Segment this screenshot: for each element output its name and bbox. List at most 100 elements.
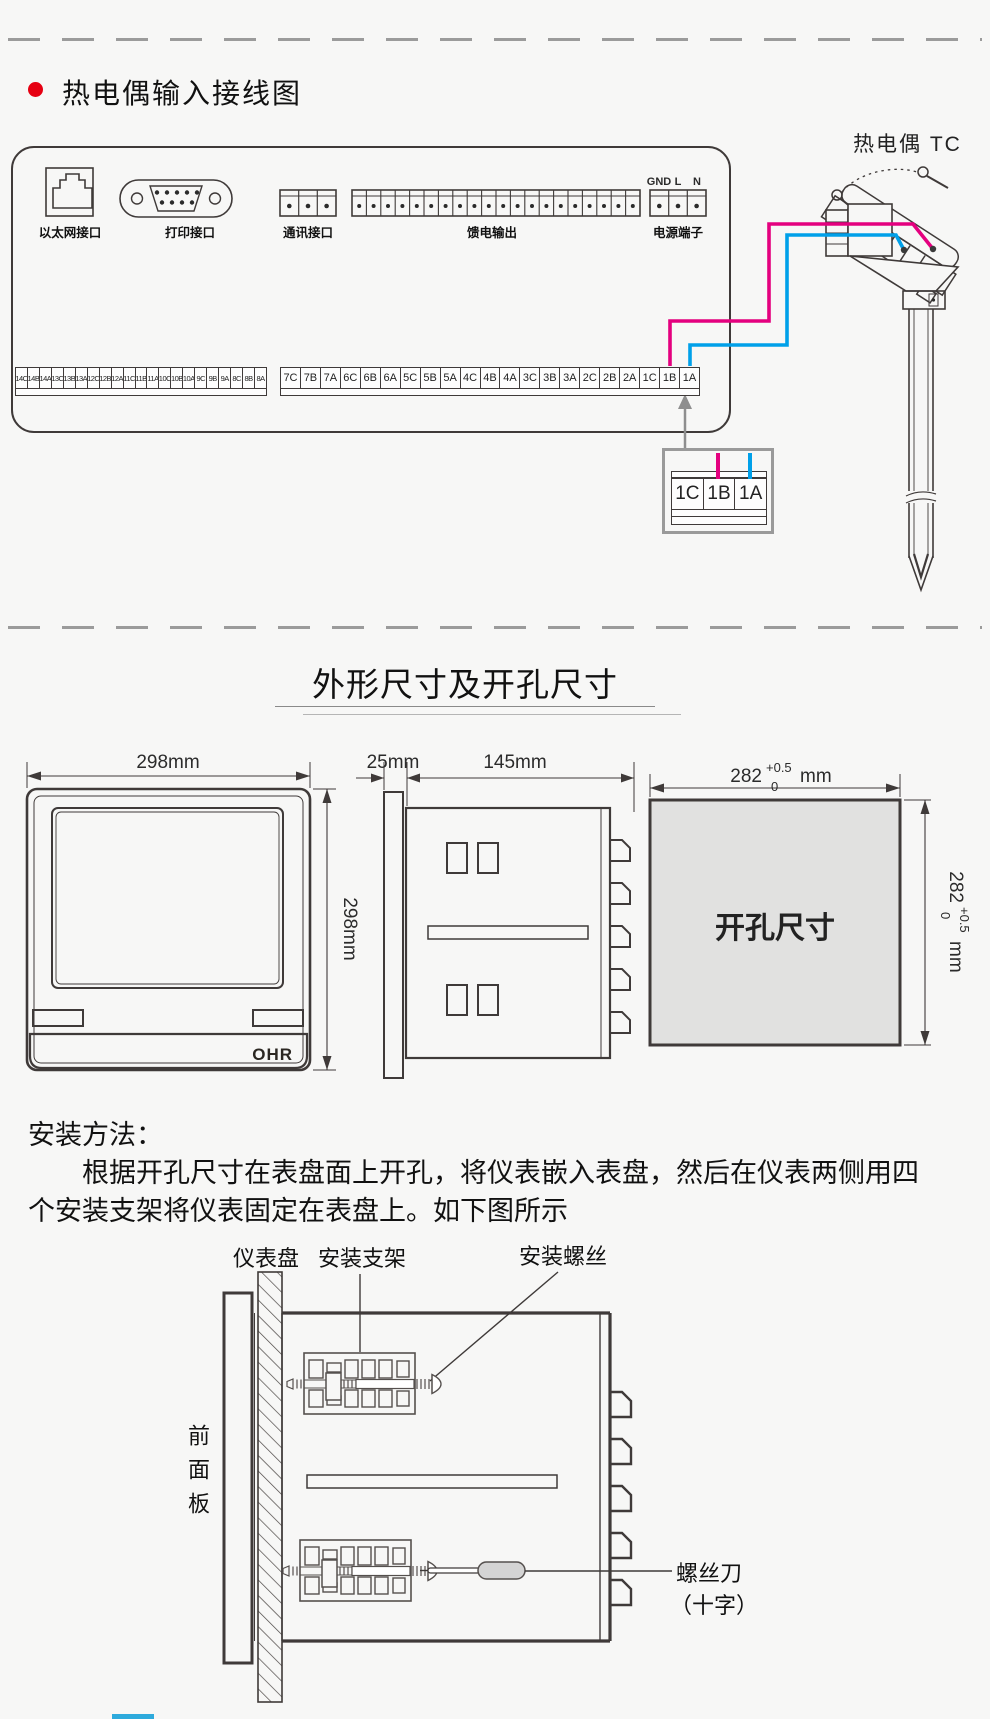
terminal-cell: 10A (183, 368, 196, 388)
tc-negative-wire (688, 233, 906, 366)
dimension-drawings: OHR 298mm 298mm (25, 752, 972, 1079)
screwdriver-sublabel: （十字） (670, 1593, 759, 1618)
side-depth-dim: 145mm (483, 752, 546, 773)
terminal-cell: 7B (301, 368, 321, 388)
thermocouple-label: 热电偶 TC (853, 133, 962, 156)
screwdriver-icon (420, 1561, 672, 1580)
tc-funnel (849, 255, 960, 292)
detail-pink-wire-stub (716, 453, 720, 479)
cutout-drawing: 开孔尺寸 282 +0.5 0 mm 282 +0.5 0 mm (648, 760, 972, 1047)
terminal-cell: 9A (219, 368, 232, 388)
front-panel-label: 前面板 (185, 1424, 210, 1526)
install-paragraph-line2: 个安装支架将仪表固定在表盘上。如下图所示 (28, 1196, 568, 1226)
terminal-cell: 3A (560, 368, 581, 388)
next-section-peek (112, 1714, 154, 1719)
terminal-cell: 13C (52, 368, 64, 388)
terminal-cell: 1A (682, 372, 697, 384)
terminal-cell: 7C (281, 368, 301, 388)
terminal-cell: 7A (321, 368, 341, 388)
side-view-drawing: 25mm 145mm (356, 752, 635, 1079)
detail-block-bottom (671, 510, 767, 525)
terminal-cell: 14B (28, 368, 40, 388)
terminal-cell: 12C (88, 368, 100, 388)
ethernet-port-label: 以太网接口 (38, 226, 102, 240)
section1-title: 热电偶输入接线图 (62, 78, 303, 109)
front-height-dim: 298mm (339, 897, 360, 960)
detail-blue-wire-stub (748, 453, 752, 479)
terminal-cell: 8B (243, 368, 256, 388)
tc-body (847, 203, 893, 257)
terminal-cell: 6C (341, 368, 361, 388)
screw-leader-line (429, 1271, 559, 1382)
terminal-cell: 12B (100, 368, 112, 388)
terminal-cell: 9C (195, 368, 208, 388)
cutout-label: 开孔尺寸 (715, 912, 835, 945)
mounting-screw-label: 安装螺丝 (519, 1244, 608, 1269)
front-view-drawing: OHR 298mm 298mm (25, 752, 360, 1072)
terminal-cell: 5B (421, 368, 441, 388)
tc-clamp (902, 290, 946, 310)
power-terminal-l: L (675, 176, 682, 188)
power-terminals-icon (649, 189, 707, 217)
terminal-cell: 1C (672, 479, 704, 509)
terminal-cell: 3B (540, 368, 561, 388)
terminal-cell: 2B (600, 368, 621, 388)
terminal-cell: 4B (481, 368, 501, 388)
cutout-height-dim: 282 +0.5 0 mm (938, 871, 972, 972)
terminal-cell: 4A (500, 368, 521, 388)
terminal-strip-right-base (280, 388, 700, 396)
terminal-cell: 8C (231, 368, 244, 388)
section-bullet-icon (28, 82, 43, 97)
mounting-bracket-upper (286, 1352, 442, 1415)
side-terminal-hooks (610, 839, 631, 1034)
section-dashed-divider (8, 626, 982, 629)
comm-port-icon (279, 189, 337, 217)
feed-output-strip-icon (351, 189, 641, 217)
terminal-cell: 1B (704, 479, 736, 509)
cutout-width-value: 282 (730, 766, 762, 787)
top-dashed-divider (8, 38, 982, 41)
svg-text:0: 0 (938, 912, 953, 919)
tc-probe (904, 309, 938, 593)
ethernet-port-icon (45, 167, 94, 217)
thermocouple-illustration (668, 166, 960, 593)
terminal-detail-box (662, 448, 774, 534)
terminal-cell: 13B (64, 368, 76, 388)
terminal-cell: 1B (660, 368, 681, 388)
terminal-cell: 14A (40, 368, 52, 388)
power-terminal-gnd: GND (647, 176, 672, 188)
install-heading: 安装方法： (28, 1120, 163, 1150)
terminal-cell: 5A (441, 368, 461, 388)
installation-diagram (222, 1271, 672, 1703)
magnify-arrow-icon (678, 394, 692, 448)
terminal-cell: 8A (256, 373, 265, 383)
terminal-cell: 5C (401, 368, 421, 388)
cutout-width-tol-lower: 0 (771, 779, 778, 794)
brand-logo: OHR (252, 1045, 293, 1064)
cutout-width-tol-upper: +0.5 (766, 760, 792, 775)
side-bezel-dim: 25mm (367, 752, 420, 773)
install-paragraph-line1: 根据开孔尺寸在表盘面上开孔，将仪表嵌入表盘，然后在仪表两侧用四 (82, 1158, 919, 1188)
terminal-cell: 10B (171, 368, 184, 388)
terminal-cell: 6B (361, 368, 381, 388)
title-underline-1 (275, 706, 655, 707)
front-width-dim: 298mm (136, 752, 199, 773)
terminal-cell: 6A (381, 368, 401, 388)
terminal-cell: 11B (136, 368, 148, 388)
wiring-diagram: GND L N (11, 146, 960, 593)
terminal-cell: 2C (580, 368, 601, 388)
power-terminal-n: N (693, 176, 701, 188)
svg-text:+0.5: +0.5 (957, 907, 972, 933)
svg-text:282: 282 (945, 871, 966, 903)
front-panel-shape (222, 1291, 254, 1665)
device-panel-outline (11, 146, 731, 433)
cutout-width-unit: mm (800, 766, 832, 787)
comm-port-label: 通讯接口 (282, 226, 333, 240)
terminal-cell: 12A (112, 368, 124, 388)
hinge-dotted-line (841, 168, 921, 193)
terminal-cell: 11A (147, 368, 160, 388)
